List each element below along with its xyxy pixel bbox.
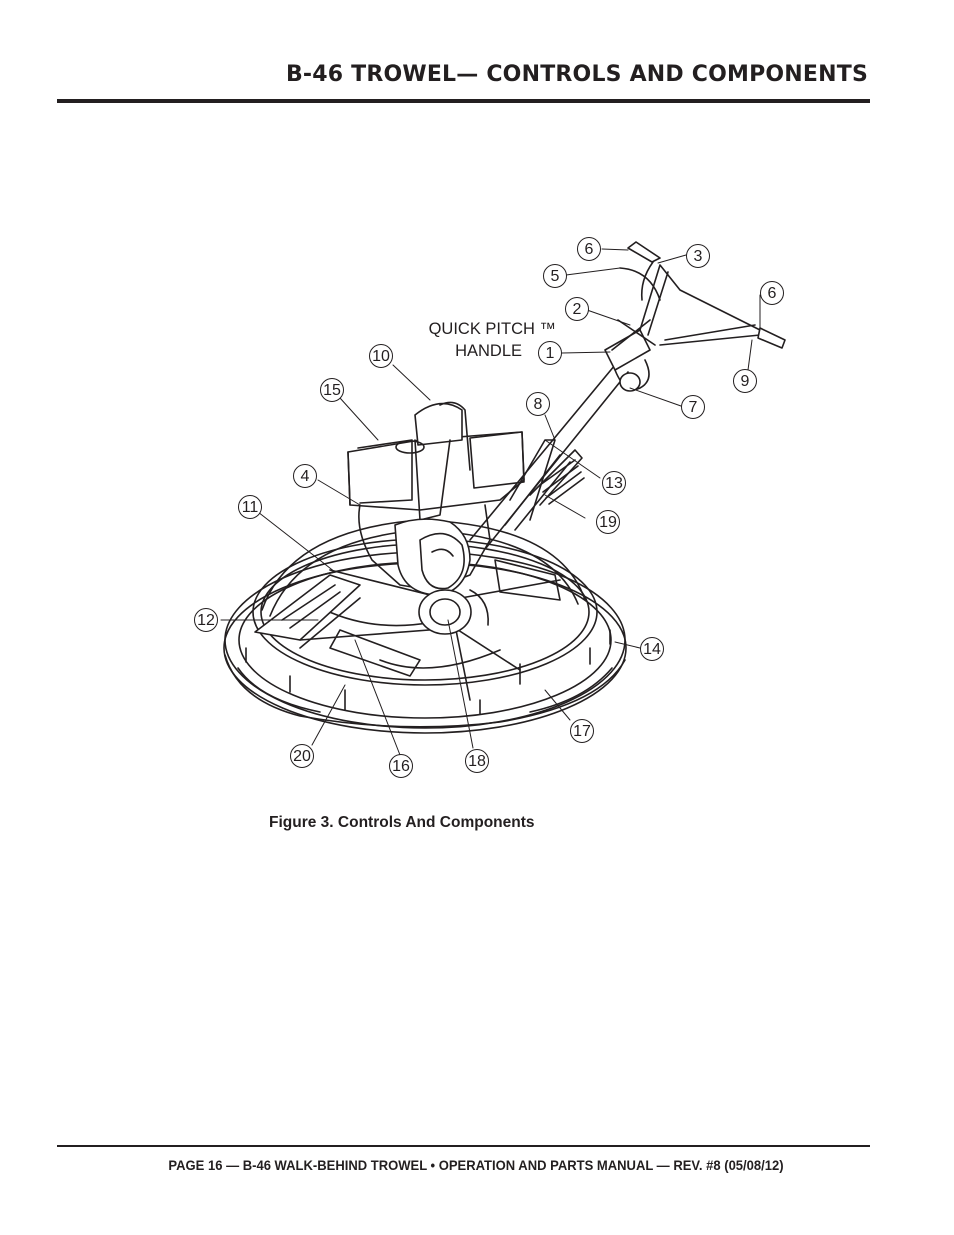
footer-rule bbox=[57, 1145, 870, 1147]
gearbox bbox=[418, 589, 489, 635]
callout-16: 16 bbox=[389, 754, 413, 778]
callout-17: 17 bbox=[570, 719, 594, 743]
callout-18: 18 bbox=[465, 749, 489, 773]
callout-6-right: 6 bbox=[760, 281, 784, 305]
figure-caption: Figure 3. Controls And Components bbox=[269, 814, 535, 831]
quick-pitch-label-line1: QUICK PITCH ™ bbox=[428, 320, 556, 338]
header-rule bbox=[57, 99, 870, 103]
float-plate bbox=[254, 574, 361, 649]
page-title: B-46 TROWEL— CONTROLS AND COMPONENTS bbox=[285, 62, 868, 87]
callout-12: 12 bbox=[194, 608, 218, 632]
callout-15: 15 bbox=[320, 378, 344, 402]
callout-7: 7 bbox=[681, 395, 705, 419]
callout-3: 3 bbox=[686, 244, 710, 268]
page-footer: PAGE 16 — B-46 WALK-BEHIND TROWEL • OPER… bbox=[168, 1157, 784, 1173]
leader-lines bbox=[220, 248, 761, 756]
handle-shaft bbox=[469, 241, 786, 549]
callout-14: 14 bbox=[640, 637, 664, 661]
callout-2: 2 bbox=[565, 297, 589, 321]
callout-5: 5 bbox=[543, 264, 567, 288]
quick-pitch-handle-label: QUICK PITCH ™ HANDLE bbox=[400, 318, 556, 362]
callout-4: 4 bbox=[293, 464, 317, 488]
callout-20: 20 bbox=[290, 744, 314, 768]
engine bbox=[347, 401, 525, 596]
callout-11: 11 bbox=[238, 495, 262, 519]
callout-9: 9 bbox=[733, 369, 757, 393]
callout-6-left: 6 bbox=[577, 237, 601, 261]
callout-10: 10 bbox=[369, 344, 393, 368]
callout-1: 1 bbox=[538, 341, 562, 365]
callout-19: 19 bbox=[596, 510, 620, 534]
callout-13: 13 bbox=[602, 471, 626, 495]
quick-pitch-label-line2: HANDLE bbox=[455, 342, 522, 360]
callout-8: 8 bbox=[526, 392, 550, 416]
